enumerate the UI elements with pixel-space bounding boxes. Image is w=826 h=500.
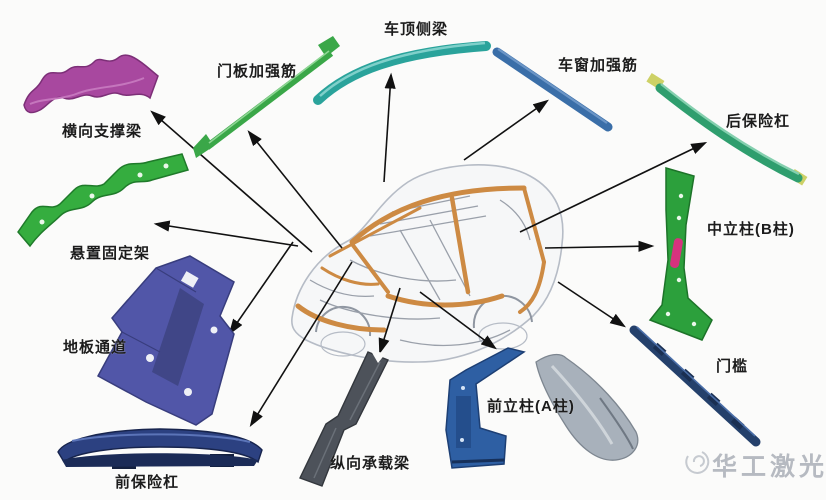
part-longitudinal-beam: [299, 351, 389, 487]
label-door-panel-rib: 门板加强筋: [217, 63, 298, 80]
part-lateral-support-beam: [23, 54, 159, 114]
arrow-longitudinal-beam: [378, 287, 401, 355]
part-fender: [535, 353, 639, 461]
part-roof-side-rail: [313, 41, 491, 105]
arrow-floor-tunnel: [228, 241, 294, 335]
part-front-bumper: [57, 428, 263, 469]
part-suspension-bracket: [17, 153, 189, 248]
car-silhouette: [291, 164, 564, 363]
arrow-door-panel-rib: [247, 130, 343, 249]
car-detail-lines: [309, 195, 531, 347]
arrow-suspension-bracket: [153, 220, 299, 247]
watermark-text: 华工激光: [712, 453, 826, 481]
arrow-b-pillar: [544, 240, 655, 252]
arrow-window-rib: [463, 99, 549, 161]
arrow-rear-bumper: [519, 141, 708, 233]
label-suspension-bracket: 悬置固定架: [70, 245, 151, 262]
part-b-pillar: [648, 167, 713, 341]
part-door-sill: [629, 325, 761, 447]
label-roof-side-rail: 车顶侧梁: [384, 21, 449, 38]
label-door-sill: 门槛: [716, 358, 749, 375]
leader-arrows: [150, 72, 708, 428]
label-rear-bumper: 后保险杠: [726, 113, 791, 130]
watermark-logo-icon: [685, 451, 710, 474]
part-rear-bumper: [646, 73, 808, 186]
label-front-bumper: 前保险杠: [115, 474, 180, 491]
car-frame-members: [295, 185, 546, 333]
label-b-pillar: 中立柱(B柱): [707, 221, 795, 238]
part-door-panel-rib: [193, 36, 340, 158]
car-body-illustration: [291, 164, 564, 363]
part-a-pillar: [445, 347, 526, 469]
label-a-pillar: 前立柱(A柱): [487, 398, 575, 415]
label-window-rib: 车窗加强筋: [558, 57, 639, 74]
label-longitudinal-beam: 纵向承载梁: [330, 455, 411, 472]
part-floor-tunnel: [96, 255, 235, 426]
arrow-a-pillar: [419, 291, 497, 350]
label-lateral-support-beam: 横向支撑梁: [62, 123, 143, 140]
arrow-door-sill: [557, 281, 626, 328]
b-pillar-patch: [670, 238, 683, 269]
arrow-front-bumper: [249, 261, 353, 428]
arrow-lateral-support-beam: [150, 110, 313, 253]
arrow-roof-side-rail: [383, 72, 396, 183]
label-floor-tunnel: 地板通道: [63, 339, 128, 356]
part-window-rib: [492, 47, 613, 132]
